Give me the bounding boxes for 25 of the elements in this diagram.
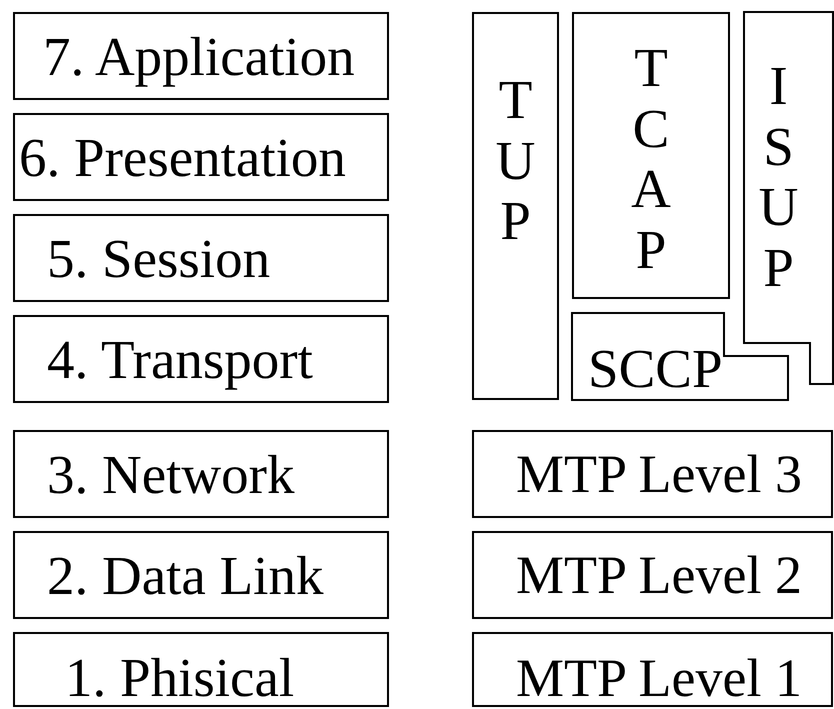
layer-label: 3. Network: [47, 446, 294, 502]
layer-label: ISUP: [758, 56, 800, 298]
layer-box: [472, 430, 833, 518]
layer-box: [13, 632, 389, 707]
layer-label: 5. Session: [47, 230, 270, 286]
layer-box: [472, 632, 833, 707]
layer-box: [572, 12, 730, 299]
layer-label: 6. Presentation: [19, 130, 346, 184]
layer-box: [472, 531, 833, 619]
layer-label: MTP Level 1: [516, 651, 802, 705]
layer-label: TUP: [494, 70, 536, 252]
layer-box: [13, 430, 389, 518]
layer-box: [13, 113, 389, 201]
layer-label: SCCP: [588, 341, 723, 396]
protocol-block: [572, 313, 788, 400]
layer-label: 1. Phisical: [65, 650, 294, 705]
layer-box: [13, 12, 389, 100]
layer-label: 2. Data Link: [47, 548, 324, 602]
layer-label: TCAP: [630, 38, 672, 280]
layer-box: [13, 315, 389, 403]
layer-box: [13, 214, 389, 302]
layer-box: [13, 531, 389, 619]
layer-label: MTP Level 2: [516, 548, 802, 602]
layer-box: [472, 12, 559, 400]
layer-label: MTP Level 3: [516, 447, 802, 501]
